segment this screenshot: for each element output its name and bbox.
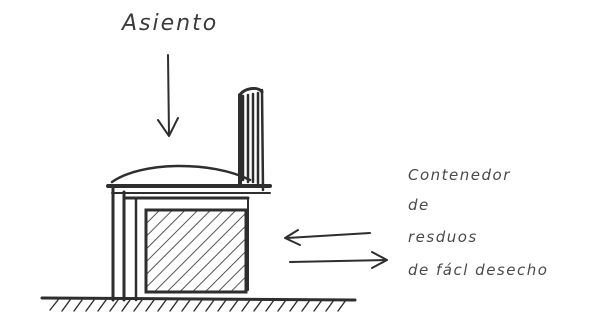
container-label-line-4: de fácl desecho [408, 261, 548, 279]
seat-arrow [157, 54, 179, 137]
seat-label: Asiento [120, 11, 218, 36]
container-arrows [284, 229, 388, 269]
container-label-line-2: de [408, 196, 430, 214]
container-label-line-1: Contenedor [408, 166, 511, 184]
ground [40, 296, 357, 312]
vent-pipe [238, 86, 265, 192]
seat [106, 164, 272, 194]
toilet-body [111, 186, 250, 302]
waste-container [144, 208, 248, 294]
container-label: Contenedor de resduos de fácl desecho [408, 166, 548, 279]
container-label-line-3: resduos [408, 228, 478, 246]
